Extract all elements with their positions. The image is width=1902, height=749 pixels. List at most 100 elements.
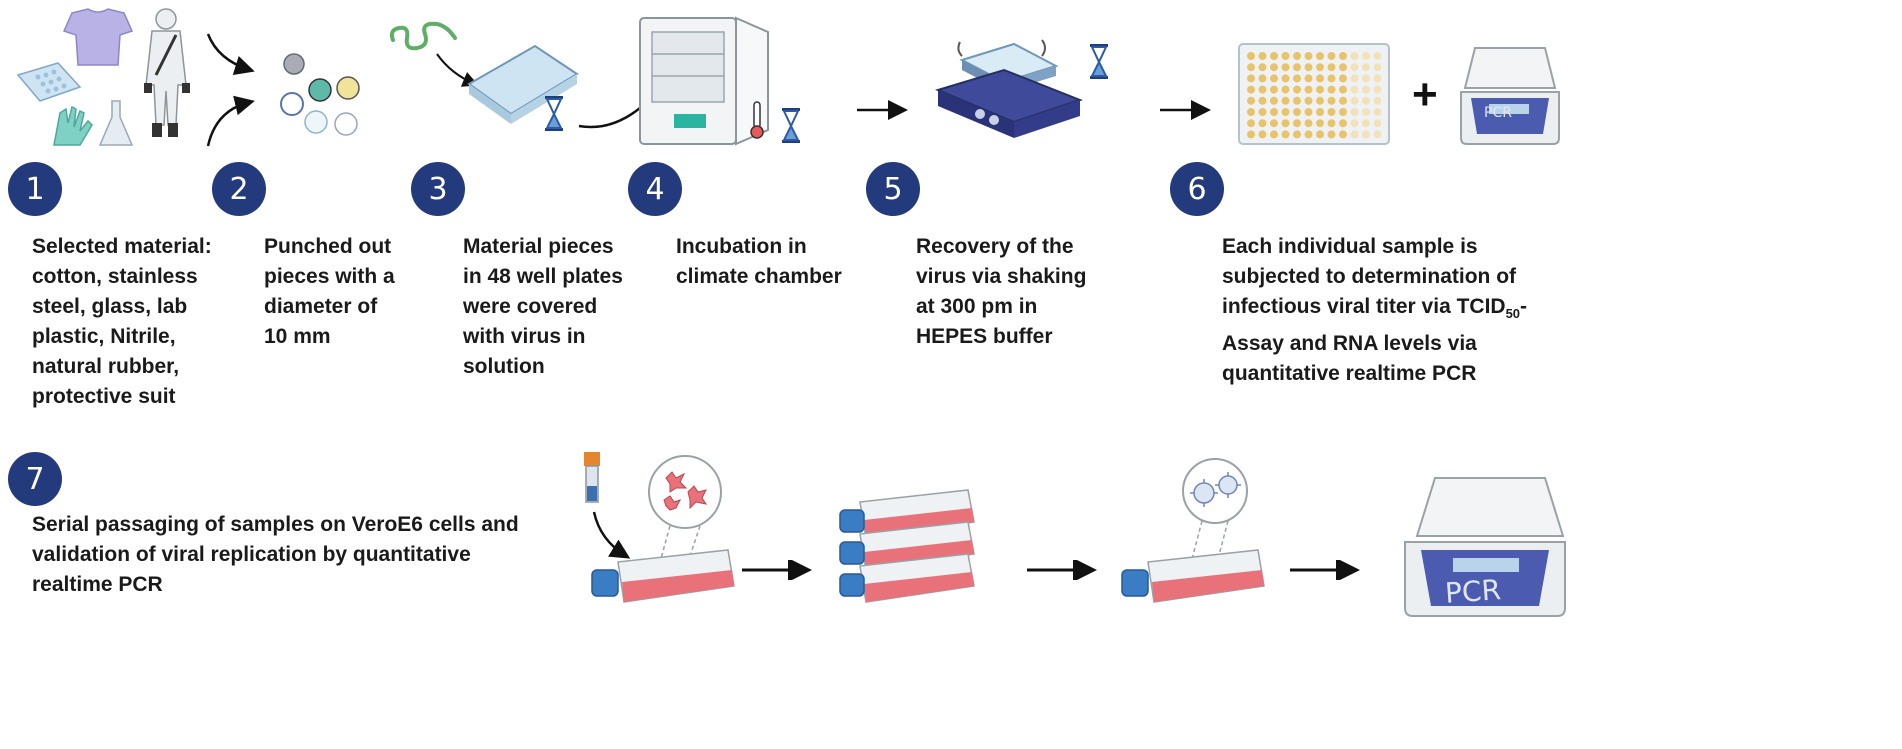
- well: [1281, 63, 1290, 72]
- well: [1373, 74, 1382, 83]
- step-number: 7: [25, 461, 45, 497]
- step-1-description: Selected material: cotton, stainless ste…: [32, 235, 212, 408]
- well: [1373, 63, 1382, 72]
- well: [1362, 130, 1370, 139]
- well: [1350, 108, 1359, 116]
- well: [1304, 119, 1313, 128]
- well: [1258, 52, 1267, 60]
- well: [1350, 52, 1359, 60]
- well: [1270, 74, 1278, 83]
- cells-zoom-illustration: [648, 455, 722, 563]
- well: [1293, 130, 1301, 139]
- well: [1316, 108, 1324, 116]
- well: [1339, 63, 1347, 72]
- well: [1247, 96, 1255, 105]
- well: [1270, 96, 1278, 105]
- step-2-badge: 2: [212, 162, 266, 216]
- arrow-flask-to-pcr: [1290, 560, 1360, 580]
- assay-plate-illustration: [1238, 43, 1390, 145]
- well: [1304, 63, 1313, 72]
- protective-suit-icon: [144, 8, 190, 137]
- well: [1281, 130, 1290, 139]
- well: [1339, 119, 1347, 128]
- well: [1327, 52, 1336, 60]
- well: [1304, 74, 1313, 83]
- well: [1327, 85, 1336, 94]
- well: [1362, 74, 1370, 83]
- well: [1258, 108, 1267, 116]
- step-7-badge: 7: [8, 452, 62, 506]
- well: [1327, 63, 1336, 72]
- punched-discs-illustration: [280, 53, 360, 136]
- well: [1281, 74, 1290, 83]
- incubator-illustration: [639, 16, 800, 146]
- well: [1327, 119, 1336, 128]
- well: [1270, 130, 1278, 139]
- sample-vial-illustration: [584, 452, 631, 559]
- step-4-badge: 4: [628, 162, 682, 216]
- tshirt-icon: [62, 8, 134, 66]
- well: [1316, 130, 1324, 139]
- well: [1362, 96, 1370, 105]
- well: [1373, 85, 1382, 94]
- step-5-description: Recovery of the virus via shaking at 300…: [916, 235, 1087, 348]
- arrow-flask-to-stack: [742, 560, 812, 580]
- materials-illustration: [16, 8, 190, 146]
- well: [1293, 108, 1301, 116]
- arrow-stack-to-flask: [1027, 560, 1097, 580]
- well: [1316, 85, 1324, 94]
- well: [1327, 130, 1336, 139]
- arrow-4-to-5: [857, 100, 908, 120]
- step-7-description: Serial passaging of samples on VeroE6 ce…: [32, 513, 519, 596]
- culture-flask-illustration: [1121, 549, 1265, 603]
- well-plate-icon: [16, 62, 82, 102]
- well: [1270, 63, 1278, 72]
- well: [1350, 96, 1359, 105]
- well: [1281, 119, 1290, 128]
- virus-icon: [389, 21, 457, 51]
- tcid-subscript: 50: [1505, 306, 1521, 322]
- pcr-machine-small-illustration: [1460, 47, 1560, 145]
- step-3-badge: 3: [411, 162, 465, 216]
- step-2-description: Punched out pieces with a diameter of 10…: [264, 235, 395, 348]
- well: [1304, 85, 1313, 94]
- well: [1293, 85, 1301, 94]
- flask-icon: [98, 100, 134, 146]
- well: [1270, 52, 1278, 60]
- well: [1258, 130, 1267, 139]
- well: [1258, 119, 1267, 128]
- well: [1304, 108, 1313, 116]
- step-3-description: Material pieces in 48 well plates were c…: [463, 235, 623, 378]
- shaker-illustration: [935, 39, 1108, 138]
- well: [1258, 74, 1267, 83]
- well: [1327, 96, 1336, 105]
- glove-icon: [53, 105, 93, 146]
- step-number: 4: [645, 171, 665, 207]
- well: [1350, 119, 1359, 128]
- well: [1339, 52, 1347, 60]
- well: [1247, 130, 1255, 139]
- well: [1270, 85, 1278, 94]
- well: [1247, 52, 1255, 60]
- step-6-line: subjected to determination of: [1222, 265, 1517, 288]
- step-6-line: Assay and RNA levels via: [1222, 332, 1477, 356]
- well: [1350, 63, 1359, 72]
- well: [1247, 108, 1255, 116]
- well: [1258, 85, 1267, 94]
- step-1-badge: 1: [8, 162, 62, 216]
- well: [1373, 108, 1382, 116]
- well: [1316, 96, 1324, 105]
- step-6-line: quantitative realtime PCR: [1222, 362, 1477, 386]
- culture-flask-illustration: [591, 549, 735, 603]
- thermometer-icon: [750, 101, 764, 139]
- well: [1247, 74, 1255, 83]
- well: [1339, 108, 1347, 116]
- hourglass-icon: [545, 96, 563, 131]
- well: [1316, 119, 1324, 128]
- step-4-description: Incubation in climate chamber: [676, 235, 842, 288]
- well: [1362, 119, 1370, 128]
- step-6-line: Each individual sample is: [1222, 235, 1478, 258]
- well: [1258, 63, 1267, 72]
- well: [1281, 108, 1290, 116]
- step-6-description: Each individual sample is subjected to d…: [1222, 232, 1527, 389]
